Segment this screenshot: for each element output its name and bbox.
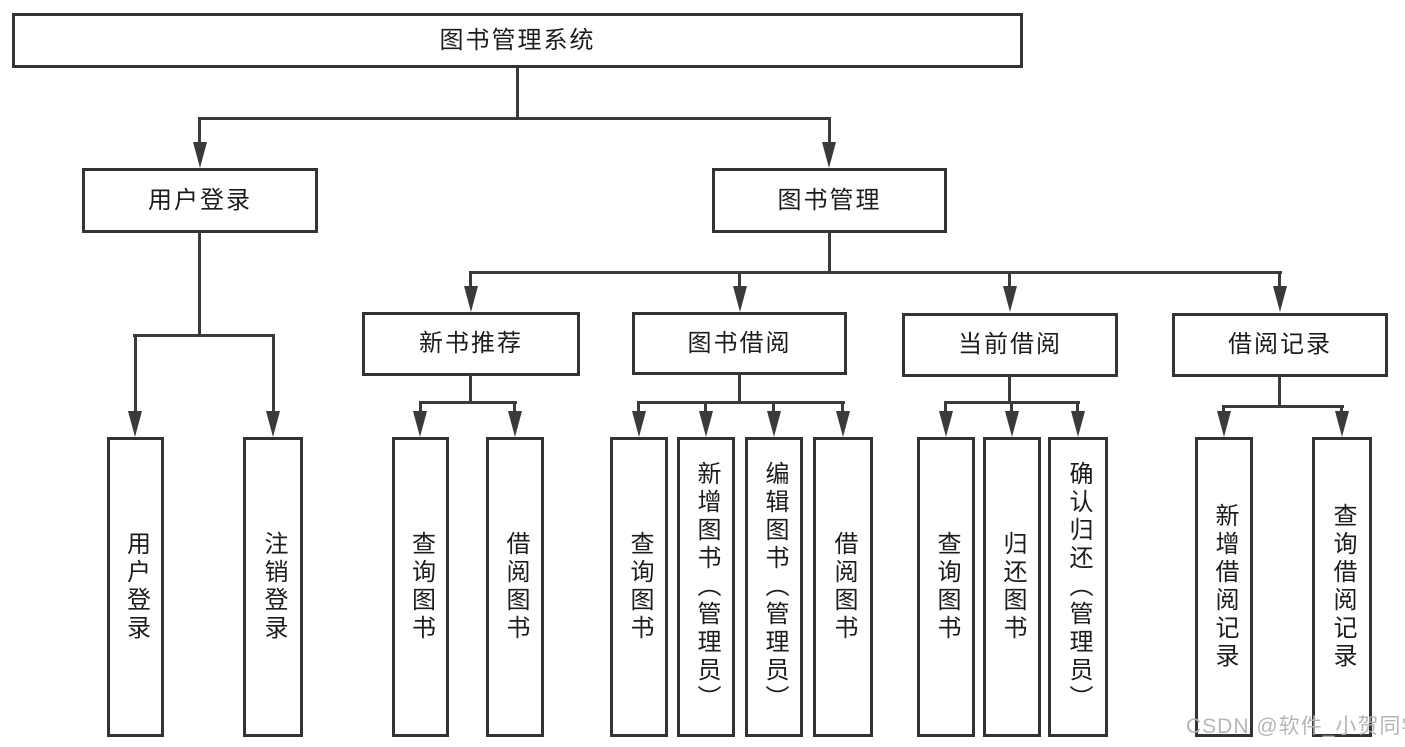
arrow-down-icon <box>1003 286 1017 312</box>
node-label: 图书借阅 <box>687 329 792 357</box>
arrow-down-icon <box>699 411 713 437</box>
node-label: 编辑图书（管理员） <box>761 461 788 713</box>
node-leaf-edit-books-admin: 编辑图书（管理员） <box>745 437 803 737</box>
connector-line <box>944 401 947 414</box>
arrow-down-icon <box>1217 411 1231 437</box>
connector-line <box>1008 271 1011 289</box>
node-leaf-borrow-books-1: 借阅图书 <box>486 437 544 737</box>
connector-line <box>1278 375 1281 408</box>
node-label: 查询图书 <box>626 531 653 643</box>
arrow-down-icon <box>767 411 781 437</box>
node-book-borrow: 图书借阅 <box>632 312 847 375</box>
node-current-borrow: 当前借阅 <box>902 313 1118 377</box>
node-label: 查询借阅记录 <box>1329 503 1356 671</box>
connector-line <box>637 401 640 414</box>
node-leaf-query-borrow-record: 查询借阅记录 <box>1312 437 1372 737</box>
node-leaf-logout: 注销登录 <box>243 437 303 737</box>
node-label: 图书管理 <box>777 186 882 214</box>
connector-line <box>828 231 831 273</box>
node-label: 确认归还（管理员） <box>1065 461 1092 713</box>
node-label: 新增图书（管理员） <box>693 461 720 713</box>
connector-line <box>1222 405 1225 414</box>
csdn-watermark: CSDN @软件_小贺同学 <box>1186 715 1405 738</box>
connector-line <box>1008 375 1011 403</box>
connector-line <box>841 401 844 414</box>
node-label: 用户登录 <box>148 186 252 214</box>
node-label: 借阅图书 <box>502 531 529 643</box>
arrow-down-icon <box>193 142 207 168</box>
connector-line <box>198 231 201 336</box>
connector-line <box>637 401 845 404</box>
node-leaf-query-books-1: 查询图书 <box>392 437 449 737</box>
arrow-down-icon <box>1273 286 1287 312</box>
node-label: 注销登录 <box>260 531 287 643</box>
connector-line <box>133 334 275 337</box>
node-label: 当前借阅 <box>958 331 1062 358</box>
node-leaf-query-books-2: 查询图书 <box>610 437 668 737</box>
connector-line <box>1222 405 1344 408</box>
node-label: 查询图书 <box>933 531 960 643</box>
connector-line <box>198 117 201 145</box>
node-leaf-borrow-books-2: 借阅图书 <box>813 437 873 737</box>
connector-line <box>1076 401 1079 414</box>
connector-line <box>516 68 519 118</box>
arrow-down-icon <box>508 411 522 437</box>
connector-line <box>828 117 831 145</box>
node-user-login: 用户登录 <box>82 168 318 233</box>
node-label: 借阅记录 <box>1228 331 1332 358</box>
node-leaf-user-login: 用户登录 <box>107 437 164 737</box>
connector-line <box>738 271 741 289</box>
connector-line <box>419 401 517 404</box>
connector-line <box>469 374 472 403</box>
connector-line <box>198 117 831 120</box>
connector-line <box>134 334 137 414</box>
arrow-down-icon <box>733 286 747 312</box>
node-label: 查询图书 <box>407 531 435 643</box>
connector-line <box>469 271 472 289</box>
node-leaf-confirm-return-admin: 确认归还（管理员） <box>1048 437 1108 737</box>
connector-line <box>1278 271 1281 289</box>
node-label: 借阅图书 <box>830 531 857 643</box>
arrow-down-icon <box>128 411 142 437</box>
connector-line <box>1340 405 1343 414</box>
arrow-down-icon <box>413 411 427 437</box>
connector-line <box>772 401 775 414</box>
connector-line <box>469 271 1282 274</box>
node-book-management: 图书管理 <box>712 168 947 233</box>
arrow-down-icon <box>822 142 836 168</box>
arrow-down-icon <box>266 411 280 437</box>
connector-line <box>272 334 275 414</box>
node-leaf-add-borrow-record: 新增借阅记录 <box>1195 437 1253 737</box>
arrow-down-icon <box>836 411 850 437</box>
node-borrow-records: 借阅记录 <box>1172 313 1388 377</box>
node-label: 图书管理系统 <box>439 26 596 54</box>
node-label: 新书推荐 <box>419 330 523 357</box>
node-label: 新增借阅记录 <box>1211 503 1238 671</box>
arrow-down-icon <box>939 411 953 437</box>
connector-line <box>1010 401 1013 414</box>
arrow-down-icon <box>1071 411 1085 437</box>
node-leaf-add-books-admin: 新增图书（管理员） <box>677 437 735 737</box>
arrow-down-icon <box>464 286 478 312</box>
arrow-down-icon <box>1005 411 1019 437</box>
node-label: 用户登录 <box>122 531 150 643</box>
connector-line <box>513 401 516 414</box>
node-leaf-return-books: 归还图书 <box>983 437 1041 737</box>
arrow-down-icon <box>632 411 646 437</box>
arrow-down-icon <box>1335 411 1349 437</box>
node-label: 归还图书 <box>999 531 1026 643</box>
node-new-book-recommend: 新书推荐 <box>362 312 580 376</box>
connector-line <box>738 373 741 403</box>
node-leaf-query-books-3: 查询图书 <box>917 437 975 737</box>
node-library-system: 图书管理系统 <box>12 13 1023 68</box>
connector-line <box>704 401 707 414</box>
connector-line <box>419 401 422 414</box>
